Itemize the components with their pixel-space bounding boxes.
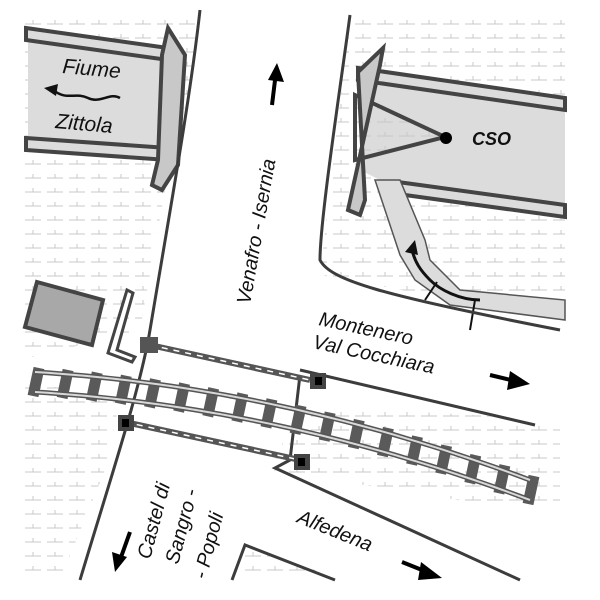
label-cso: CSO [472, 129, 511, 149]
rail-highlight [34, 391, 531, 501]
railway [27, 366, 540, 506]
level-crossing-gates [118, 337, 326, 470]
gate-north [140, 337, 326, 389]
road-cso-edge [318, 14, 561, 332]
cso-outfall-point [440, 132, 452, 144]
river-fiume-zittola [24, 22, 188, 193]
direction-arrows [44, 63, 530, 580]
cso-channel [345, 42, 567, 331]
arrow-southeast-alfedena-icon [401, 560, 442, 580]
building [22, 279, 138, 364]
road-building-corner [230, 543, 336, 582]
label-road-south-line3: - Popoli [190, 510, 229, 582]
gate-south [118, 415, 310, 470]
road-west-edge [78, 9, 202, 581]
sewer-outflow [373, 179, 566, 321]
label-river-line1: Fiume [62, 55, 122, 83]
label-road-southeast: Alfedena [293, 506, 375, 556]
arrow-east-montenero-icon [489, 371, 530, 390]
arrow-north-icon [268, 63, 284, 106]
bridge-left [149, 22, 188, 193]
arrow-southwest-icon [112, 531, 132, 572]
rail-highlight [34, 371, 531, 481]
label-road-north: Venafro - Isernia [233, 157, 280, 306]
flow-arrow [410, 249, 481, 302]
label-river-line2: Zittola [54, 110, 114, 138]
arrow-river-west-icon [44, 84, 121, 101]
bridge-right [345, 42, 387, 218]
road-montenero-south-edge [299, 368, 536, 427]
